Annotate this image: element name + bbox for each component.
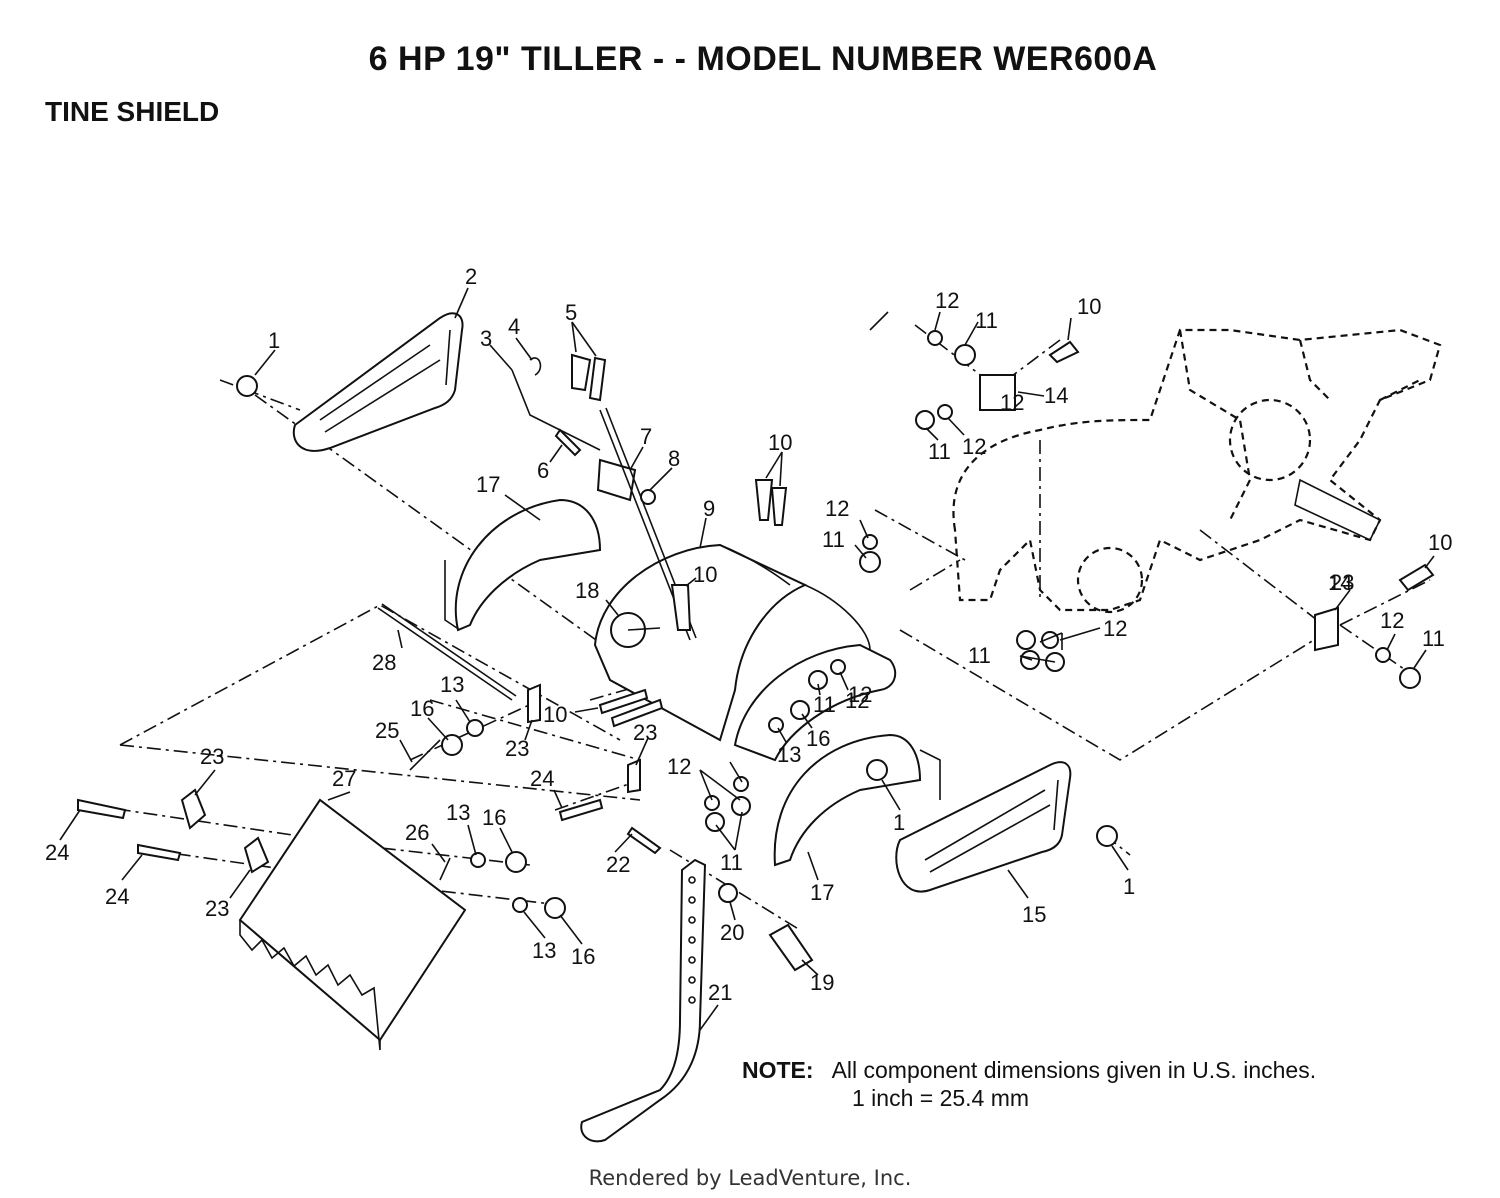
callout: 5 bbox=[565, 300, 577, 325]
callout: 4 bbox=[508, 314, 520, 339]
callout: 18 bbox=[575, 578, 599, 603]
callout: 23 bbox=[633, 720, 657, 745]
callout: 2 bbox=[465, 264, 477, 289]
part-2-side-plate bbox=[292, 312, 464, 452]
callout: 10 bbox=[543, 702, 567, 727]
callout: 12 bbox=[825, 496, 849, 521]
callout: 11 bbox=[975, 308, 998, 333]
callout: 14 bbox=[1328, 570, 1352, 595]
callout: 13 bbox=[440, 672, 464, 697]
callout: 16 bbox=[806, 726, 830, 751]
hardware bbox=[77, 330, 1435, 972]
callout: 28 bbox=[372, 650, 396, 675]
footer-credit: Rendered by LeadVenture, Inc. bbox=[588, 1166, 912, 1190]
page-title: 6 HP 19" TILLER - - MODEL NUMBER WER600A bbox=[368, 40, 1158, 78]
part-17-inner-shield-left bbox=[444, 498, 602, 632]
callout-labels: 1 2 3 4 5 6 7 8 9 10 10 10 10 10 11 11 1… bbox=[45, 264, 1452, 1005]
callout: 11 bbox=[813, 692, 836, 717]
callout: 11 bbox=[1422, 626, 1445, 651]
callout: 12 bbox=[1380, 608, 1404, 633]
callout: 15 bbox=[1022, 902, 1046, 927]
note-line1: All component dimensions given in U.S. i… bbox=[831, 1057, 1317, 1083]
callout: 24 bbox=[45, 840, 69, 865]
callout: 1 bbox=[1123, 874, 1135, 899]
callout: 1 bbox=[268, 328, 280, 353]
callout: 23 bbox=[205, 896, 229, 921]
callout: 12 bbox=[962, 434, 986, 459]
callout: 13 bbox=[532, 938, 556, 963]
leader-lines bbox=[59, 287, 1435, 1031]
callout: 24 bbox=[530, 766, 554, 791]
callout: 11 bbox=[968, 643, 991, 668]
callout: 10 bbox=[1077, 294, 1101, 319]
callout: 14 bbox=[1044, 383, 1068, 408]
note-line2: 1 inch = 25.4 mm bbox=[852, 1085, 1030, 1111]
note-label: NOTE: bbox=[742, 1057, 814, 1083]
assembly-guide-lines bbox=[89, 324, 1431, 931]
callout: 21 bbox=[708, 980, 732, 1005]
callout: 3 bbox=[480, 326, 492, 351]
callout: 7 bbox=[640, 424, 652, 449]
callout: 10 bbox=[693, 562, 717, 587]
callout: 16 bbox=[571, 944, 595, 969]
callout: 25 bbox=[375, 718, 399, 743]
callout: 26 bbox=[405, 820, 429, 845]
callout: 12 bbox=[935, 288, 959, 313]
callout: 13 bbox=[777, 742, 801, 767]
callout: 12 bbox=[845, 688, 869, 713]
part-15-side-plate bbox=[895, 761, 1072, 893]
callout: 13 bbox=[446, 800, 470, 825]
callout: 23 bbox=[1330, 570, 1354, 595]
dimension-note: NOTE: All component dimensions given in U… bbox=[742, 1056, 1316, 1112]
callout: 23 bbox=[200, 744, 224, 769]
callout: 17 bbox=[476, 472, 500, 497]
callout: 22 bbox=[606, 852, 630, 877]
callout: 10 bbox=[768, 430, 792, 455]
callout: 12 bbox=[667, 754, 691, 779]
part-27-deflector bbox=[238, 798, 467, 1051]
callout: 1 bbox=[893, 810, 905, 835]
tiller-frame-outline bbox=[952, 328, 1442, 614]
callout: 12 bbox=[848, 682, 872, 707]
callout: 20 bbox=[720, 920, 744, 945]
callout: 17 bbox=[810, 880, 834, 905]
callout: 10 bbox=[1428, 530, 1452, 555]
callout: 27 bbox=[332, 766, 356, 791]
callout: 16 bbox=[482, 805, 506, 830]
callout: 9 bbox=[703, 496, 715, 521]
callout: 12 bbox=[1103, 616, 1127, 641]
callout: 24 bbox=[105, 884, 129, 909]
callout: 11 bbox=[822, 527, 845, 552]
callout: 8 bbox=[668, 446, 680, 471]
callout: 23 bbox=[505, 736, 529, 761]
callout: 11 bbox=[928, 439, 951, 464]
part-21-depth-stake bbox=[580, 858, 707, 1143]
callout: 11 bbox=[720, 850, 743, 875]
callout: 12 bbox=[1000, 390, 1024, 415]
section-title: TINE SHIELD bbox=[45, 96, 220, 127]
callout: 6 bbox=[537, 458, 549, 483]
callout: 19 bbox=[810, 970, 834, 995]
callout: 16 bbox=[410, 696, 434, 721]
